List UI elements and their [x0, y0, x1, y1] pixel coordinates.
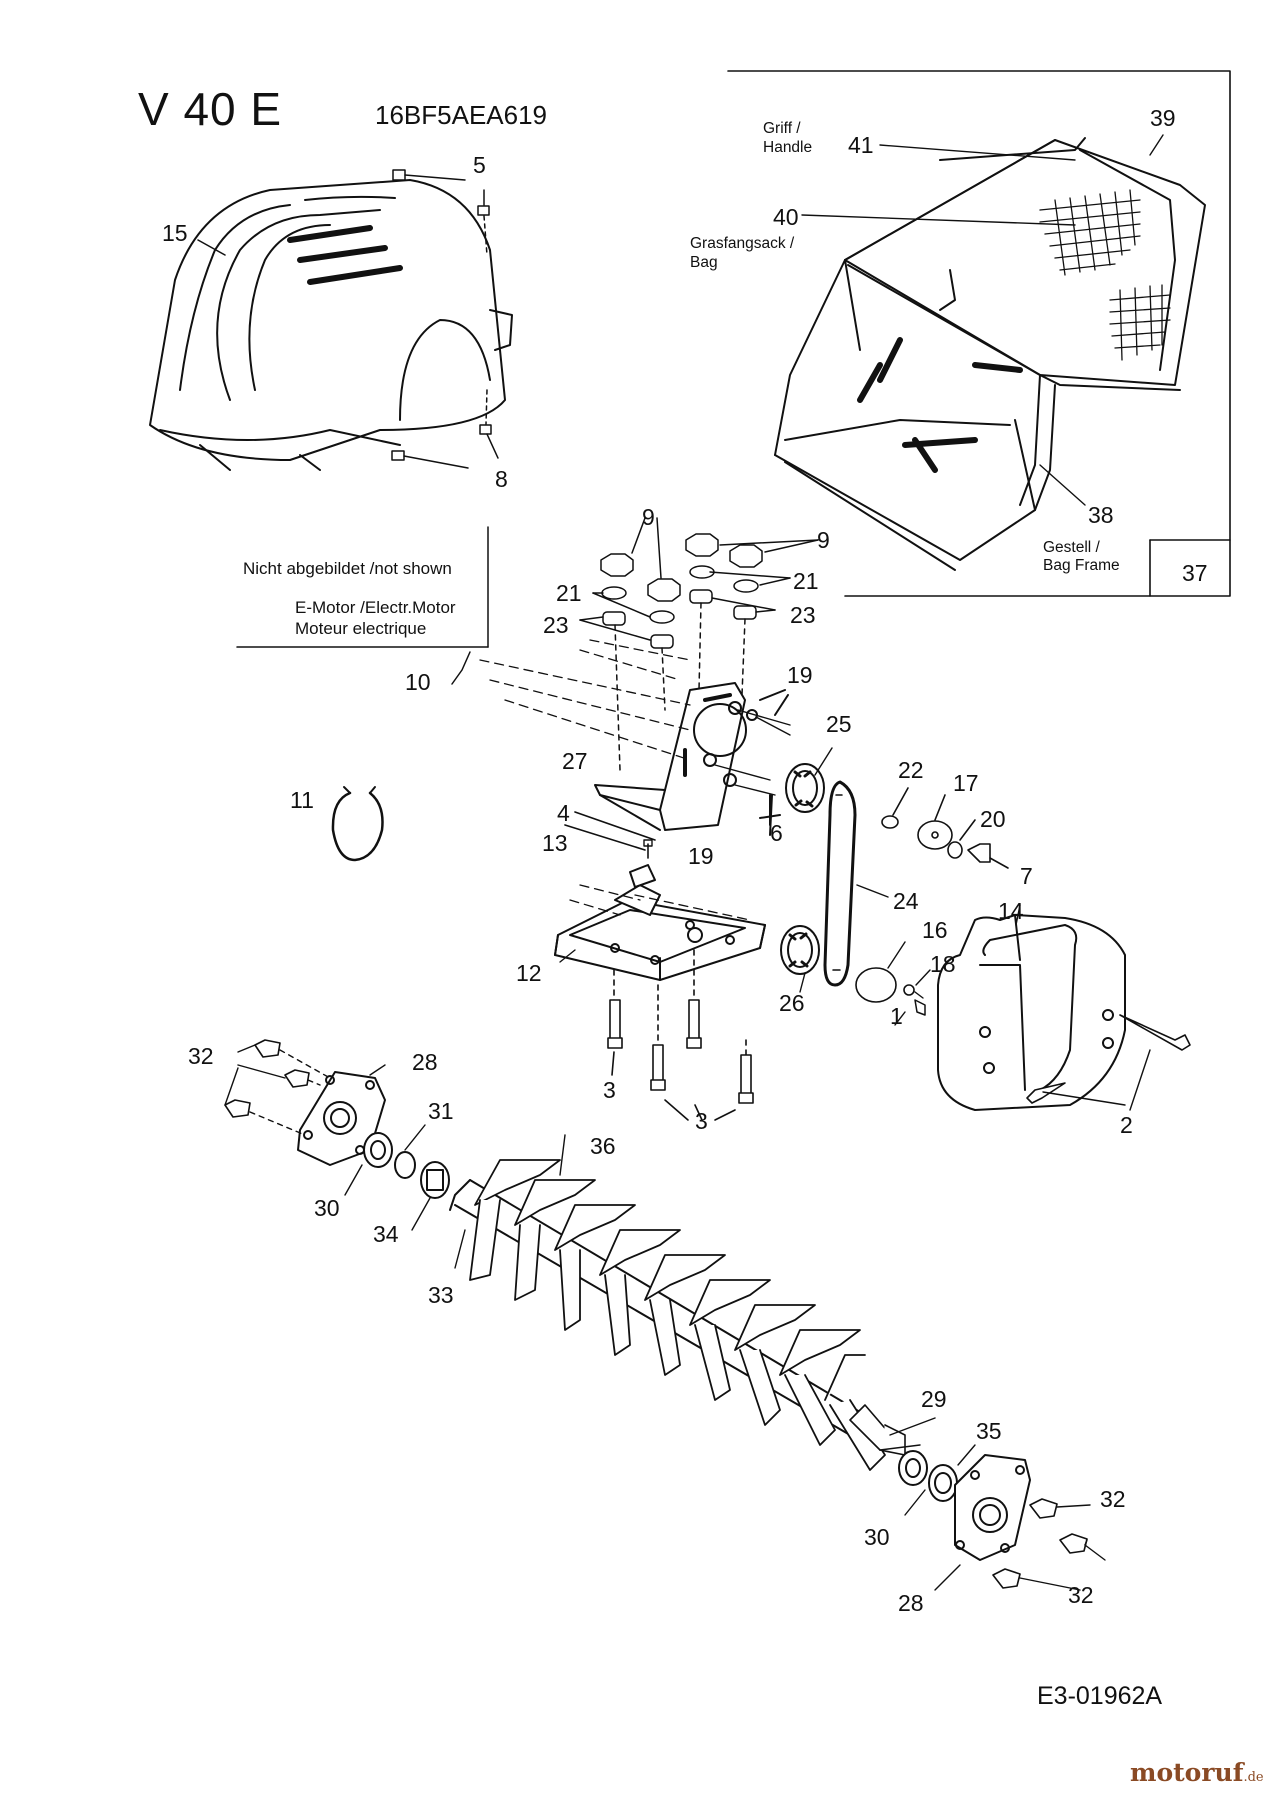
tine-shaft	[449, 1134, 936, 1471]
callout-32c: 32	[1068, 1582, 1094, 1608]
callout-1: 1	[890, 1003, 903, 1029]
callout-20: 20	[980, 806, 1006, 832]
callout-25: 25	[826, 711, 852, 737]
watermark-tld: .de	[1243, 1770, 1264, 1785]
callout-33: 33	[428, 1282, 454, 1308]
callout-2: 2	[1120, 1112, 1133, 1138]
left-bearing-assembly	[224, 1039, 450, 1231]
callout-3a: 3	[603, 1077, 616, 1103]
callout-29: 29	[921, 1386, 947, 1412]
cover-bolts	[197, 169, 499, 469]
callout-23b: 23	[790, 602, 816, 628]
callout-37: 37	[1182, 560, 1208, 586]
callout-13: 13	[542, 830, 568, 856]
engine-cover	[149, 179, 513, 471]
tines	[469, 1159, 886, 1471]
callout-18: 18	[930, 951, 956, 977]
note-line-1: Nicht abgebildet /not shown	[243, 559, 452, 578]
callout-21a: 21	[556, 580, 582, 606]
note-line-2: E-Motor /Electr.Motor	[295, 598, 456, 617]
callout-5: 5	[473, 152, 486, 178]
callout-8: 8	[495, 466, 508, 492]
frame-label-de: Gestell /	[1043, 539, 1100, 556]
bag-label-de: Grasfangsack /	[690, 235, 795, 252]
note-box	[236, 526, 489, 685]
watermark-brand: motoruf	[1130, 1758, 1244, 1787]
callout-28a: 28	[412, 1049, 438, 1075]
callout-6: 6	[770, 820, 783, 846]
motor-mount-plate	[479, 639, 791, 836]
bag-label-en: Bag	[690, 254, 718, 271]
callout-38: 38	[1088, 502, 1114, 528]
model-number: 16BF5AEA619	[375, 100, 548, 130]
bag-leader-lines	[801, 134, 1164, 506]
callout-15: 15	[162, 220, 188, 246]
hardware-stack	[579, 517, 819, 771]
right-bearing-assembly	[898, 1444, 1106, 1591]
callout-17: 17	[953, 770, 979, 796]
handle-label-de: Griff /	[763, 120, 801, 137]
callout-40: 40	[773, 204, 799, 230]
callout-19b: 19	[688, 843, 714, 869]
watermark-logo: motoruf.de	[1130, 1758, 1264, 1787]
callout-9b: 9	[817, 527, 830, 553]
base-bolts	[607, 949, 754, 1121]
callout-14: 14	[998, 898, 1024, 924]
callout-11: 11	[290, 787, 314, 813]
note-line-3: Moteur electrique	[295, 619, 427, 638]
callout-24: 24	[893, 888, 919, 914]
bag-mesh-pattern	[1039, 189, 1171, 361]
callout-3b: 3	[695, 1108, 708, 1134]
pulley-washers	[881, 787, 1009, 869]
callout-16: 16	[922, 917, 948, 943]
handle-label-en: Handle	[763, 139, 813, 156]
belt-cover	[855, 904, 1191, 1111]
callout-36: 36	[590, 1133, 616, 1159]
drawing-number: E3-01962A	[1037, 1682, 1163, 1710]
callout-39: 39	[1150, 105, 1176, 131]
frame-label-en: Bag Frame	[1043, 557, 1120, 574]
callout-7: 7	[1020, 863, 1033, 889]
callout-27: 27	[562, 748, 588, 774]
callout-34: 34	[373, 1221, 399, 1247]
callout-21b: 21	[793, 568, 819, 594]
callout-19a: 19	[787, 662, 813, 688]
callout-9a: 9	[642, 504, 655, 530]
callout-30b: 30	[864, 1524, 890, 1550]
callout-41: 41	[848, 132, 874, 158]
callout-12: 12	[516, 960, 542, 986]
snap-ring	[331, 786, 384, 862]
callout-4: 4	[557, 800, 570, 826]
callout-10: 10	[405, 669, 431, 695]
callout-26: 26	[779, 990, 805, 1016]
callout-30a: 30	[314, 1195, 340, 1221]
callout-31: 31	[428, 1098, 454, 1124]
callout-28b: 28	[898, 1590, 924, 1616]
callout-32b: 32	[1100, 1486, 1126, 1512]
grass-bag	[774, 137, 1206, 571]
pulleys-and-belt	[780, 747, 889, 993]
callout-22: 22	[898, 757, 924, 783]
callout-23a: 23	[543, 612, 569, 638]
callout-32a: 32	[188, 1043, 214, 1069]
diagram-title: V 40 E	[138, 83, 283, 135]
callout-35: 35	[976, 1418, 1002, 1444]
base-plate	[554, 811, 766, 981]
bag-frame-box	[727, 70, 1231, 597]
